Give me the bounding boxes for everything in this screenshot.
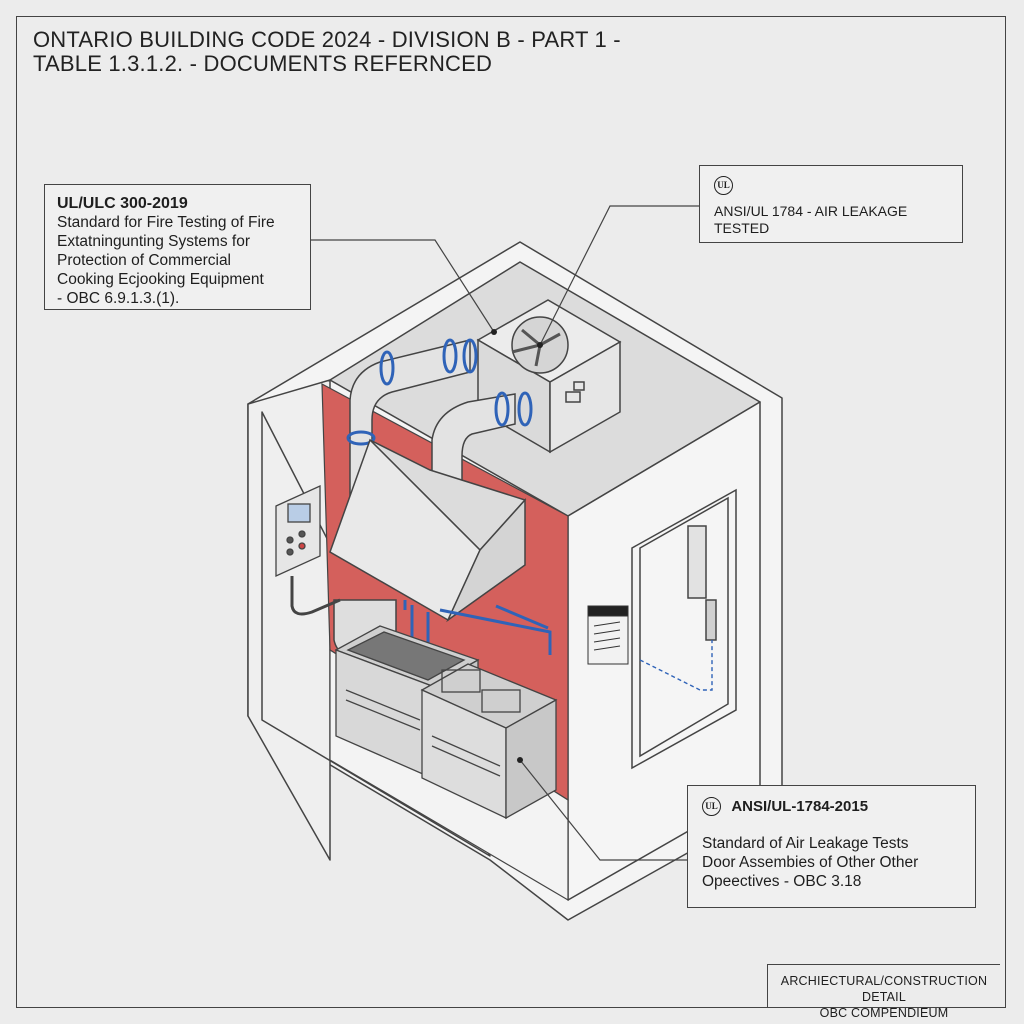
title-block-line-1: ARCHIECTURAL/CONSTRUCTION DETAIL bbox=[780, 974, 988, 1004]
callout-ulc-300-line: Protection of Commercial bbox=[57, 252, 232, 269]
callout-ulc-300-line: - OBC 6.9.1.3.(1). bbox=[57, 290, 180, 307]
callout-air-leakage-line-2: TESTED bbox=[714, 220, 770, 236]
drawing-border bbox=[16, 16, 1006, 1008]
callout-ulc-300-heading: UL/ULC 300-2019 bbox=[57, 195, 188, 212]
title-line-2: TABLE 1.3.1.2. - DOCUMENTS REFERNCED bbox=[33, 51, 493, 76]
door-assembly bbox=[631, 488, 737, 770]
ul-mark-icon: UL bbox=[702, 797, 721, 817]
suppression-control-panel bbox=[275, 484, 341, 616]
callout-ansi-heading: ANSI/UL-1784-2015 bbox=[731, 798, 869, 816]
title-line-1: ONTARIO BUILDING CODE 2024 - DIVISION B … bbox=[33, 27, 621, 52]
exhaust-hood bbox=[329, 438, 527, 623]
drawing-title: ONTARIO BUILDING CODE 2024 - DIVISION B … bbox=[33, 28, 621, 76]
callout-ansi-ul-1784: UL ANSI/UL-1784-2015 Standard of Air Lea… bbox=[687, 785, 976, 908]
callout-ulc-300-line: Standard for Fire Testing of Fire bbox=[57, 214, 275, 231]
door-sign bbox=[587, 605, 629, 665]
callout-ulc-300-line: Cooking Ecjooking Equipment bbox=[57, 271, 264, 288]
leader-dots bbox=[491, 329, 543, 763]
callout-ansi-line: Standard of Air Leakage Tests bbox=[702, 835, 909, 853]
suppression-piping bbox=[403, 600, 552, 655]
title-block: ARCHIECTURAL/CONSTRUCTION DETAIL OBC COM… bbox=[767, 964, 1000, 1020]
callout-ulc-300-line: Extatningunting Systems for bbox=[57, 233, 250, 250]
callout-air-leakage: UL ANSI/UL 1784 - AIR LEAKAGE TESTED bbox=[699, 165, 963, 243]
title-block-line-2: OBC COMPENDIEUM bbox=[819, 1006, 949, 1020]
callout-ansi-line: Opeectives - OBC 3.18 bbox=[702, 873, 862, 891]
callout-ansi-line: Door Assembies of Other Other bbox=[702, 854, 919, 872]
leader-lines bbox=[311, 205, 699, 861]
callout-air-leakage-line-1: ANSI/UL 1784 - AIR LEAKAGE bbox=[714, 203, 908, 219]
ul-mark-icon: UL bbox=[714, 176, 733, 195]
callout-ulc-300: UL/ULC 300-2019 Standard for Fire Testin… bbox=[44, 184, 311, 310]
